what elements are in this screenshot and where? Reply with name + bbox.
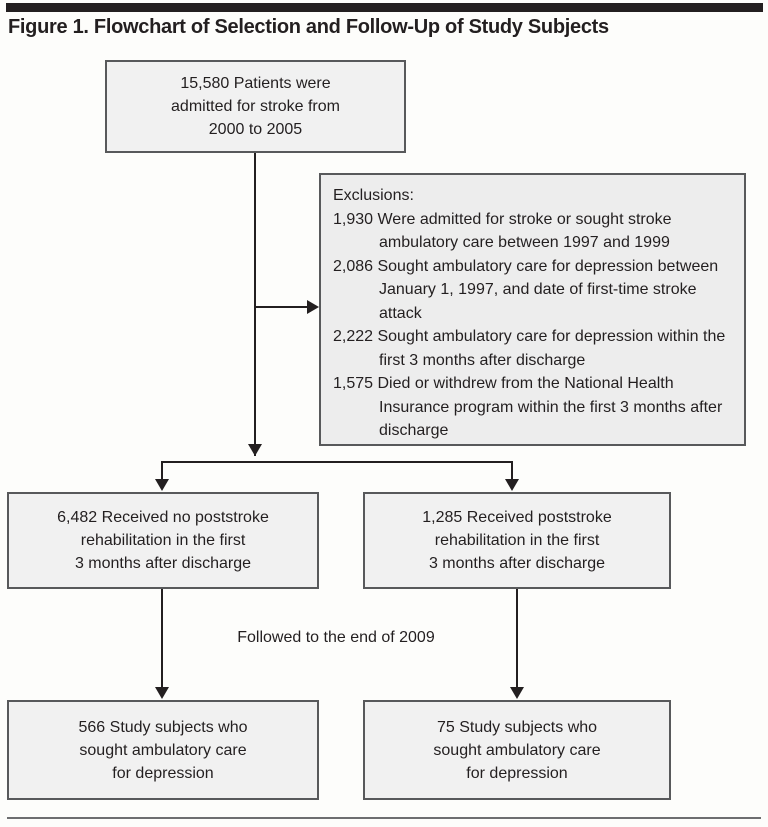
node-outcome-left-line-3: for depression xyxy=(112,764,214,782)
followup-label: Followed to the end of 2009 xyxy=(237,629,435,646)
node-admitted-line-1: 15,580 Patients were xyxy=(180,75,331,92)
connector-to-exclusions xyxy=(254,306,310,308)
node-outcome-rehab: 75 Study subjects who sought ambulatory … xyxy=(363,700,671,800)
node-outcome-right-line-3: for depression xyxy=(466,764,568,782)
connector-split-right-drop xyxy=(511,461,513,483)
node-rehab-line-3: 3 months after discharge xyxy=(428,555,606,572)
node-no-rehab-line-3: 3 months after discharge xyxy=(74,555,252,572)
node-outcome-right-line-2: sought ambulatory care xyxy=(433,741,601,759)
connector-rehab-to-outcome xyxy=(516,589,518,689)
arrowhead-into-split xyxy=(248,444,262,456)
top-divider-rule xyxy=(6,3,763,12)
exclusions-heading: Exclusions: xyxy=(333,187,414,204)
node-exclusions: Exclusions: 1,930 Were admitted for stro… xyxy=(319,173,746,446)
connector-admitted-to-split xyxy=(254,153,256,456)
node-admitted-line-2: admitted for stroke from xyxy=(171,98,340,115)
figure-title: Figure 1. Flowchart of Selection and Fol… xyxy=(8,16,609,38)
node-no-rehabilitation: 6,482 Received no poststroke rehabilitat… xyxy=(7,492,319,589)
node-admitted-line-3: 2000 to 2005 xyxy=(208,121,303,138)
arrowhead-into-rehab xyxy=(505,479,519,491)
arrowhead-into-exclusions xyxy=(307,300,319,314)
node-no-rehab-line-2: rehabilitation in the first xyxy=(80,532,246,549)
exclusions-item-3: 2,222 Sought ambulatory care for depress… xyxy=(333,328,726,369)
arrowhead-into-outcome-left xyxy=(155,687,169,699)
exclusions-item-2: 2,086 Sought ambulatory care for depress… xyxy=(333,257,719,322)
arrowhead-into-outcome-right xyxy=(510,687,524,699)
node-outcome-right-line-1: 75 Study subjects who xyxy=(436,718,598,736)
node-admitted-patients: 15,580 Patients were admitted for stroke… xyxy=(105,60,406,153)
node-no-rehab-line-1: 6,482 Received no poststroke xyxy=(57,509,269,526)
node-outcome-left-line-2: sought ambulatory care xyxy=(79,741,247,759)
node-outcome-no-rehab: 566 Study subjects who sought ambulatory… xyxy=(7,700,319,800)
node-rehabilitation: 1,285 Received poststroke rehabilitation… xyxy=(363,492,671,589)
arrowhead-into-no-rehab xyxy=(155,479,169,491)
connector-no-rehab-to-outcome xyxy=(161,589,163,689)
connector-split-left-drop xyxy=(161,461,163,483)
connector-split-bar xyxy=(161,461,513,463)
exclusions-item-4: 1,575 Died or withdrew from the National… xyxy=(333,375,723,439)
exclusions-item-1: 1,930 Were admitted for stroke or sought… xyxy=(333,210,672,252)
node-rehab-line-2: rehabilitation in the first xyxy=(434,532,600,549)
node-outcome-left-line-1: 566 Study subjects who xyxy=(78,718,248,736)
node-rehab-line-1: 1,285 Received poststroke xyxy=(422,509,612,526)
bottom-divider-rule xyxy=(7,817,761,819)
